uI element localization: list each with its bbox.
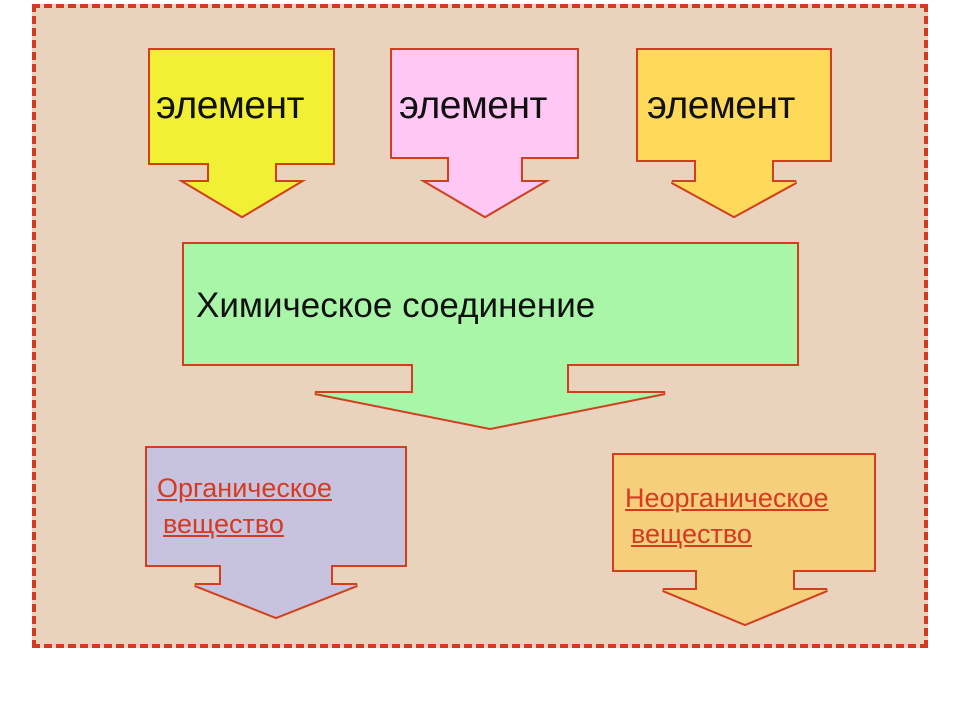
organic-substance-link[interactable]: Органическое вещество bbox=[157, 470, 332, 542]
inorganic-substance-link[interactable]: Неорганическое вещество bbox=[625, 480, 829, 552]
element-2-label: элемент bbox=[399, 84, 547, 127]
element-3-arrow bbox=[636, 48, 832, 219]
organic-line-2[interactable]: вещество bbox=[163, 509, 284, 539]
compound-label: Химическое соединение bbox=[196, 286, 596, 325]
organic-substance-arrow bbox=[145, 446, 407, 620]
inorganic-substance-arrow bbox=[612, 453, 876, 627]
compound-arrow bbox=[182, 242, 799, 431]
element-1-label: элемент bbox=[156, 84, 304, 127]
element-1-arrow bbox=[148, 48, 335, 219]
element-3-label: элемент bbox=[647, 84, 795, 127]
inorganic-line-1[interactable]: Неорганическое bbox=[625, 483, 829, 513]
organic-line-1[interactable]: Органическое bbox=[157, 473, 333, 503]
element-2-arrow bbox=[390, 48, 579, 219]
inorganic-line-2[interactable]: вещество bbox=[631, 519, 752, 549]
